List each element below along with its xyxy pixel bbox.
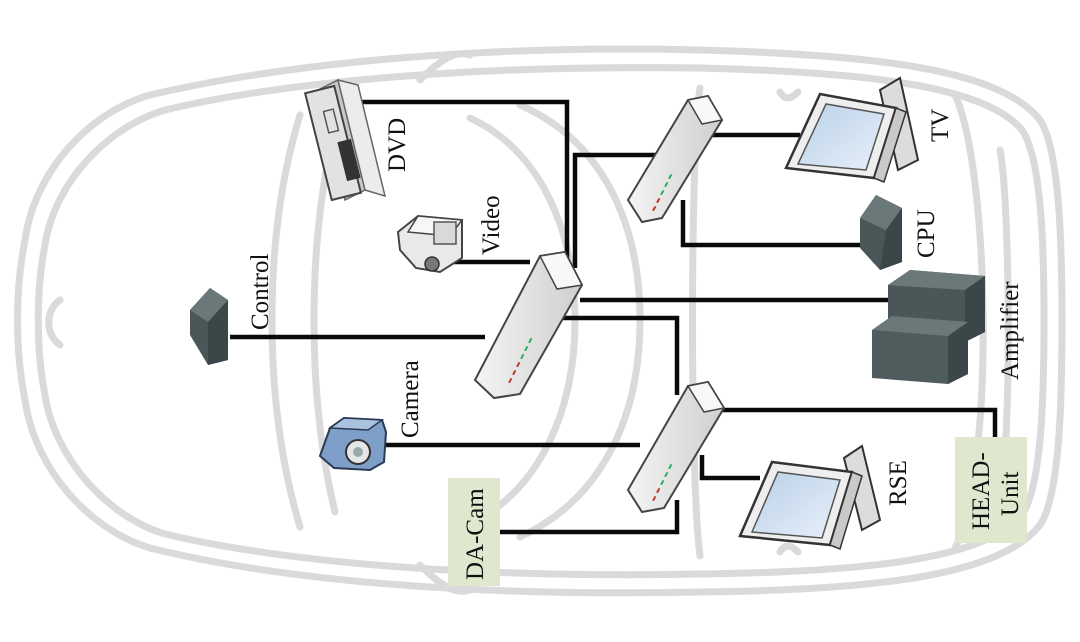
- rse-label: RSE: [885, 460, 912, 506]
- tv-label: TV: [927, 109, 954, 142]
- control-label: Control: [247, 254, 274, 330]
- wiring: [230, 99, 998, 535]
- control-box-icon: [190, 288, 228, 365]
- head-unit-label-line1: HEAD-: [968, 452, 995, 530]
- dvd-label: DVD: [384, 118, 411, 172]
- camera-icon: [318, 416, 388, 472]
- camera-label: Camera: [397, 360, 424, 438]
- top-hub-icon: [626, 94, 724, 224]
- central-hub-icon: [473, 250, 584, 400]
- head-unit-box: HEAD- Unit: [955, 437, 1027, 543]
- dvd-player-icon: [303, 78, 387, 202]
- amplifier-label: Amplifier: [997, 281, 1024, 380]
- cpu-label: CPU: [913, 209, 940, 258]
- rse-monitor-icon: [738, 444, 882, 551]
- video-camera-icon: [396, 214, 464, 274]
- da-cam-box: DA-Cam: [448, 478, 500, 586]
- amplifier-icon: [872, 270, 985, 384]
- cpu-icon: [860, 195, 902, 270]
- head-unit-label-line2: Unit: [997, 472, 1024, 517]
- tv-monitor-icon: [784, 76, 920, 183]
- video-label: Video: [478, 195, 505, 255]
- lower-hub-icon: [626, 380, 726, 514]
- da-cam-label: DA-Cam: [462, 488, 489, 580]
